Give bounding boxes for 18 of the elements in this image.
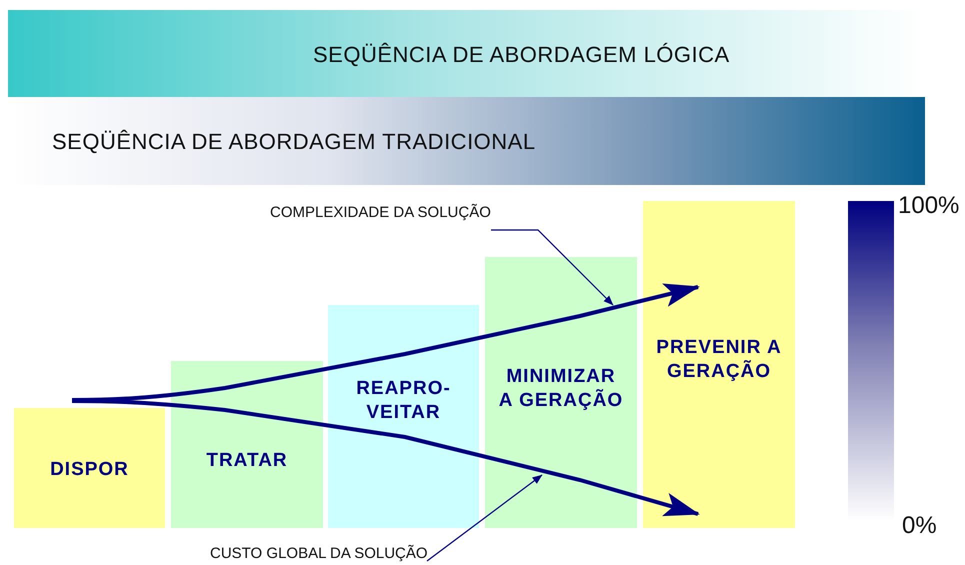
step-block — [643, 201, 795, 528]
heading-text: SEQÜÊNCIA DE ABORDAGEM TRADICIONAL — [52, 129, 537, 155]
step-label: REAPRO- VEITAR — [355, 377, 452, 424]
step-label: DISPOR — [49, 458, 130, 482]
step-label: MINIMIZAR A GERAÇÃO — [498, 365, 624, 412]
heading-text: SEQÜÊNCIA DE ABORDAGEM LÓGICA — [313, 42, 731, 68]
step-block — [14, 408, 165, 528]
step-label: PREVENIR A GERAÇÃO — [655, 336, 783, 384]
step-block — [171, 361, 323, 528]
annotation-text: COMPLEXIDADE DA SOLUÇÃO — [270, 204, 491, 221]
scale-label: 100% — [898, 192, 960, 220]
leader-line — [491, 229, 614, 306]
scale-label: 0% — [902, 512, 937, 540]
step-label: TRATAR — [205, 449, 289, 473]
leader-line — [426, 474, 542, 562]
step-block — [328, 305, 479, 528]
annotation-text: CUSTO GLOBAL DA SOLUÇÃO — [210, 545, 428, 562]
step-block — [485, 257, 637, 528]
